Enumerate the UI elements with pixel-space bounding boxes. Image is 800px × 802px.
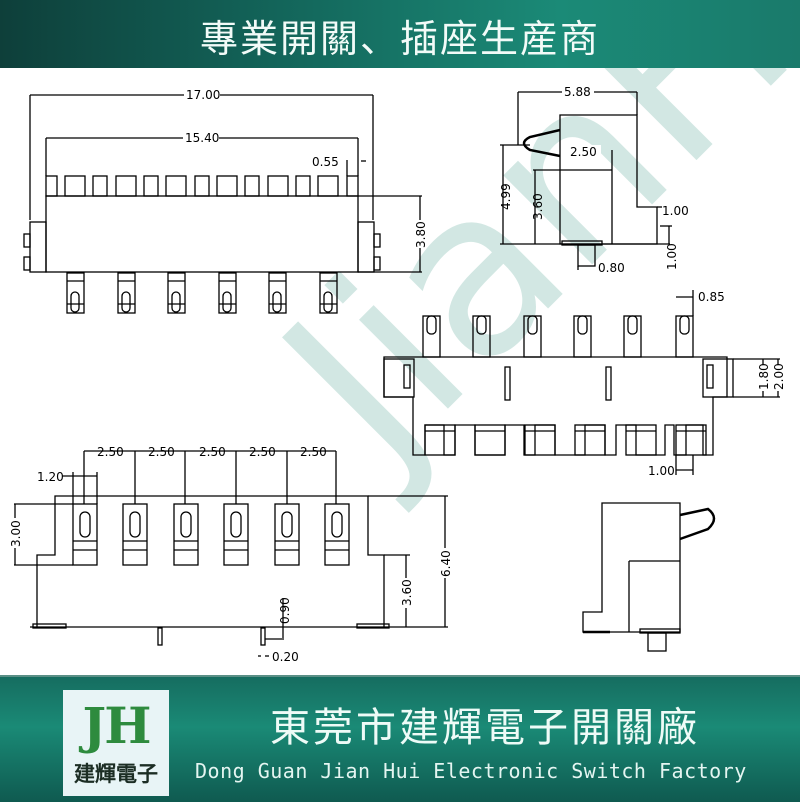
dim-pitch-2: 2.50 xyxy=(148,445,175,459)
dim-pitch-1: 2.50 xyxy=(97,445,124,459)
dim-top-pin-width: 0.85 xyxy=(698,290,725,304)
logo-mark: JH xyxy=(82,696,152,755)
technical-drawing: JianHui xyxy=(0,0,800,675)
dim-tab-inner: 1.80 xyxy=(757,363,771,390)
company-name-cn: 東莞市建輝電子開關廠 xyxy=(270,705,700,751)
side-view-alt xyxy=(582,502,716,652)
dim-front-height: 3.80 xyxy=(414,221,428,248)
dim-body-width: 15.40 xyxy=(185,131,219,145)
top-view xyxy=(383,290,780,475)
header-title: 專業開關、插座生産商 xyxy=(199,17,600,61)
dim-depth: 5.88 xyxy=(564,85,591,99)
company-logo: JH 建輝電子 xyxy=(63,690,169,796)
dim-contact-height: 3.00 xyxy=(9,520,23,547)
dim-pitch-5: 2.50 xyxy=(300,445,327,459)
dim-pitch-4: 2.50 xyxy=(249,445,276,459)
side-view xyxy=(500,91,672,270)
dim-post-width: 0.20 xyxy=(272,650,299,664)
dim-overall-width: 17.00 xyxy=(186,88,220,102)
footer-banner: JH 建輝電子 東莞市建輝電子開關廠 Dong Guan Jian Hui El… xyxy=(0,675,800,802)
company-name-en: Dong Guan Jian Hui Electronic Switch Fac… xyxy=(195,759,747,783)
dim-post-length: 0.90 xyxy=(278,597,292,624)
dim-spring-height: 4.99 xyxy=(499,183,513,210)
dim-tooth-width: 0.55 xyxy=(312,155,339,169)
header-banner: 專業開關、插座生産商 xyxy=(0,0,800,68)
dim-spring-offset: 2.50 xyxy=(570,145,597,159)
dim-gap: 1.00 xyxy=(648,464,675,478)
dim-body-height: 3.60 xyxy=(531,193,545,220)
dim-total-height: 6.40 xyxy=(439,550,453,577)
logo-text: 建輝電子 xyxy=(74,762,158,786)
dim-contact-width: 1.20 xyxy=(37,470,64,484)
dim-bottom-body-height: 3.60 xyxy=(400,579,414,606)
drawing-svg: JianHui xyxy=(9,0,800,664)
bottom-view xyxy=(14,450,448,657)
dim-pin-width: 0.80 xyxy=(598,261,625,275)
dim-step-width: 1.00 xyxy=(662,204,689,218)
dim-tab-outer: 2.00 xyxy=(772,363,786,390)
dim-pitch-3: 2.50 xyxy=(199,445,226,459)
dim-step-height: 1.00 xyxy=(665,243,679,270)
